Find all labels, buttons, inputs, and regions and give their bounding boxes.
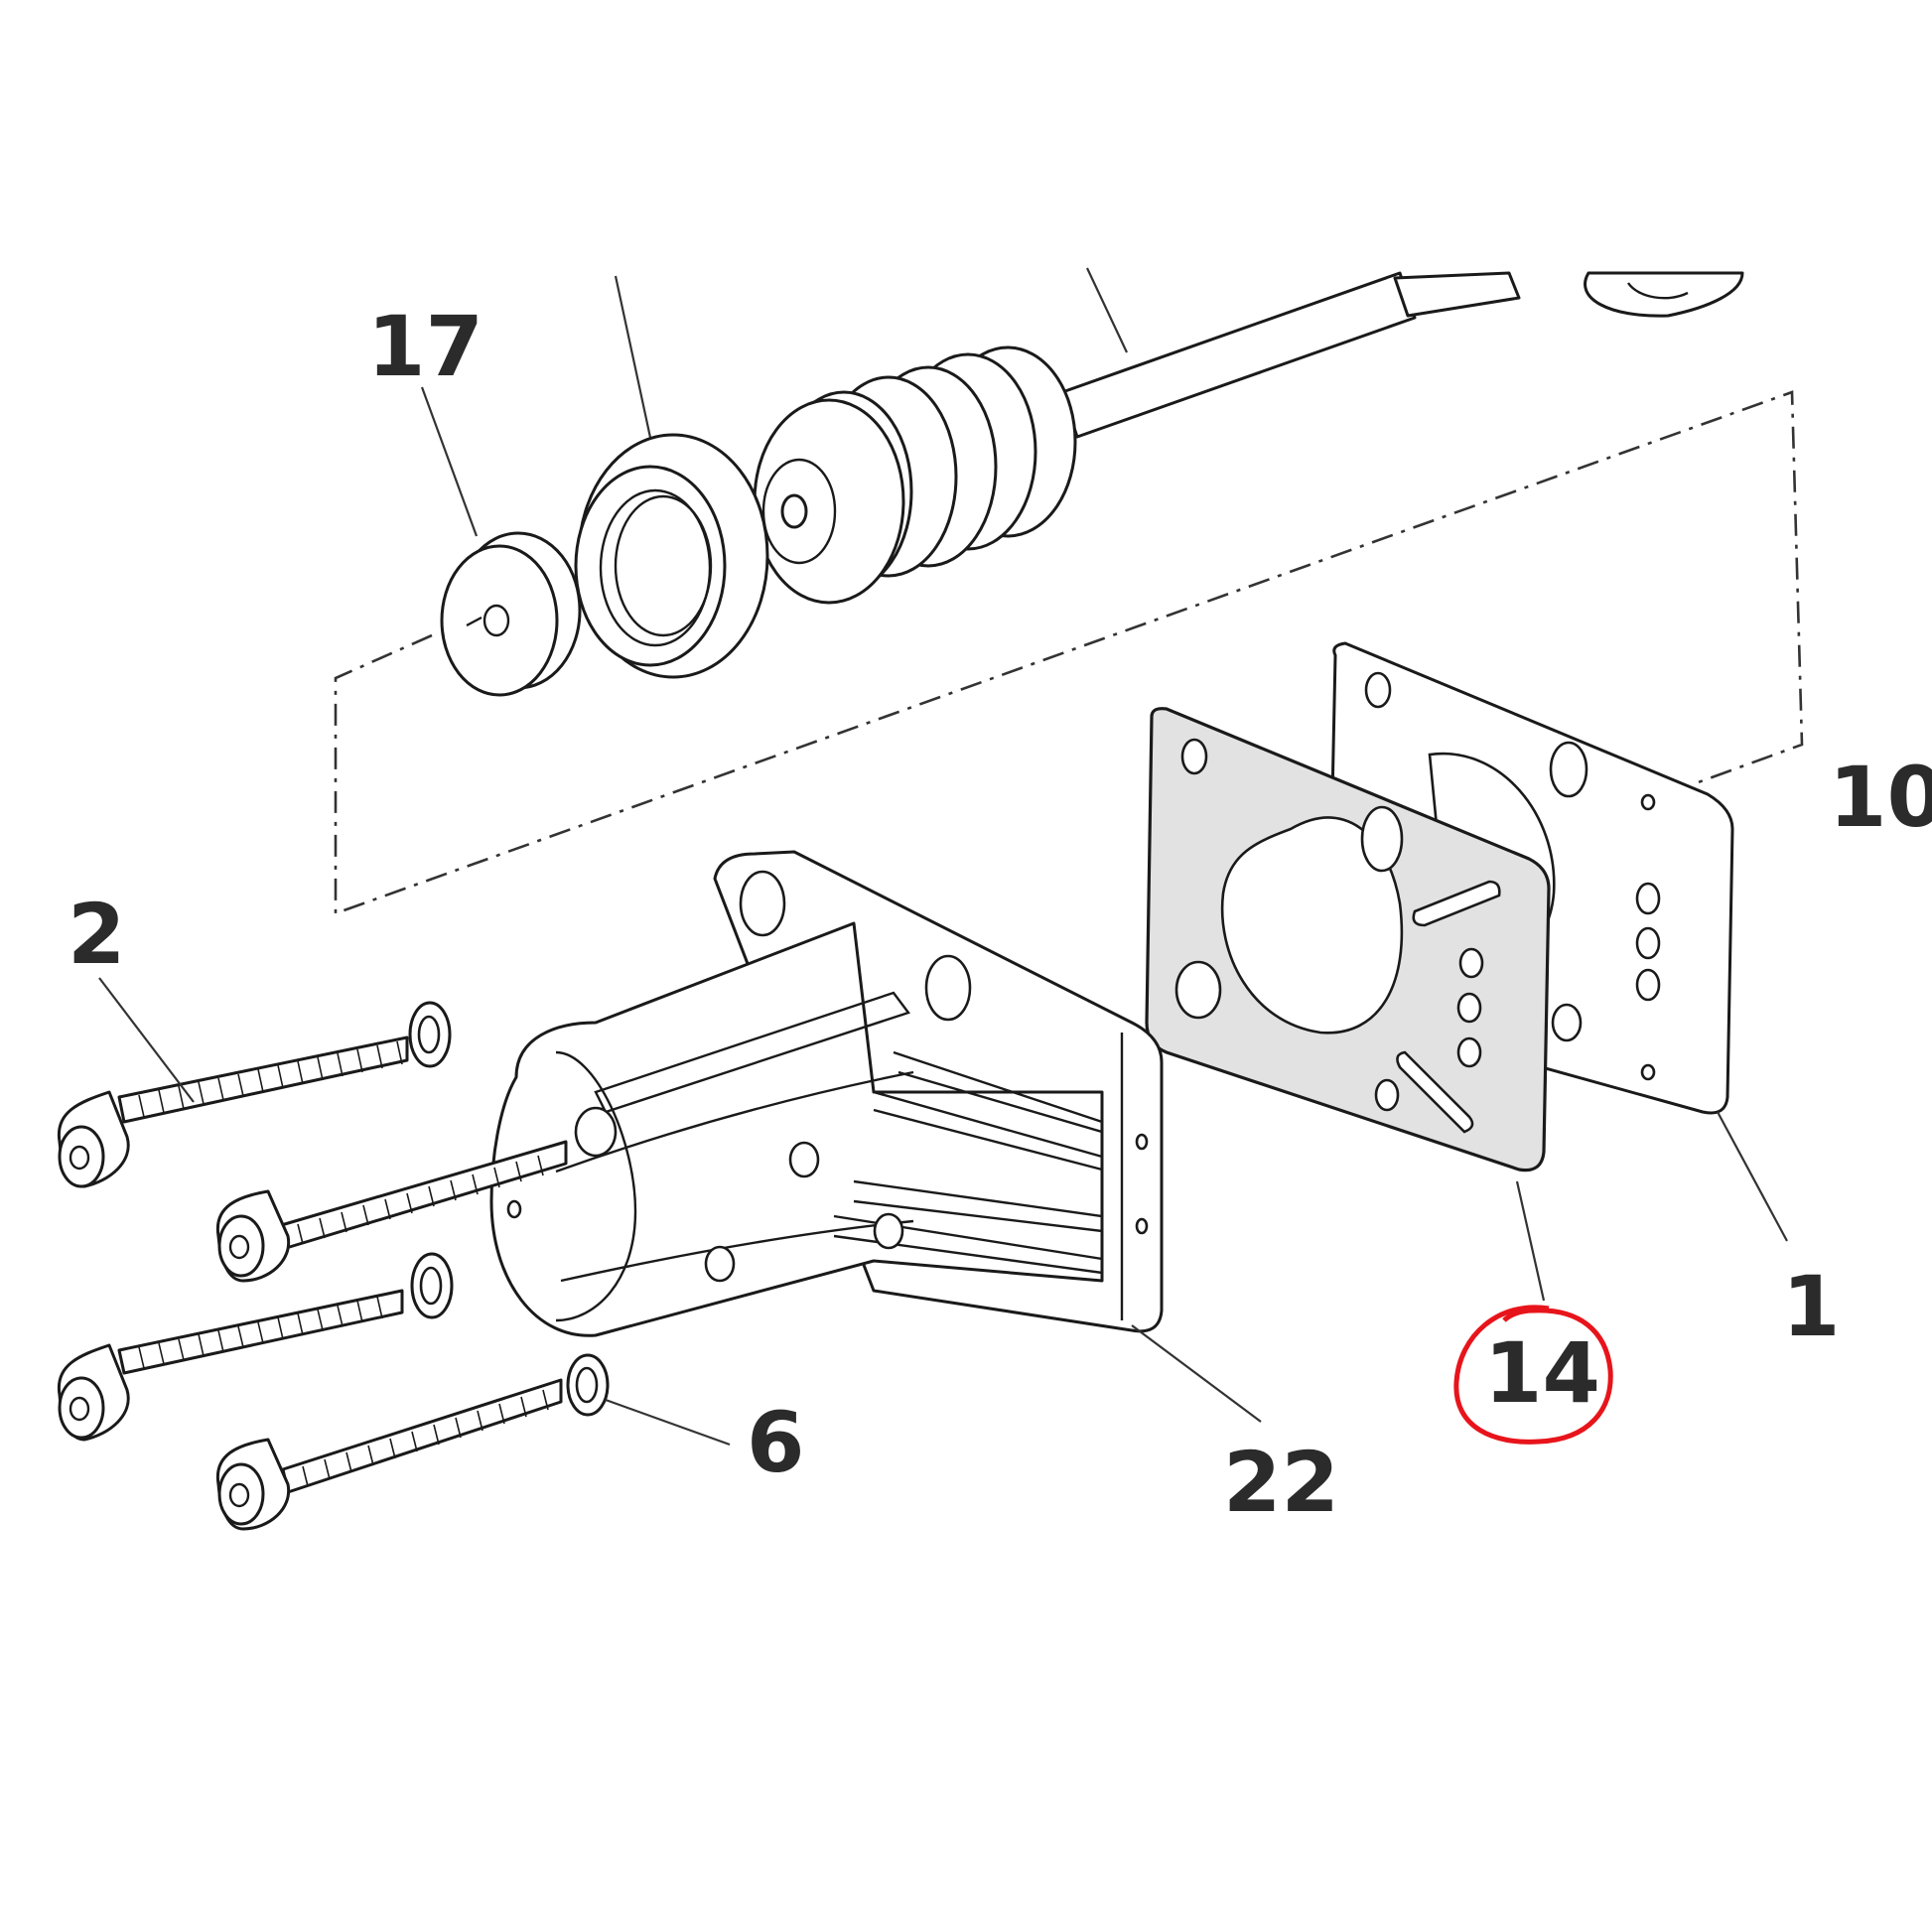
leader-shaft-top — [1086, 267, 1128, 353]
callout-22: 22 — [1223, 1434, 1339, 1531]
leader-14 — [1515, 1180, 1546, 1302]
housing-22 — [489, 850, 1262, 1423]
leader-22 — [1131, 1324, 1262, 1423]
screw-4 — [215, 1378, 563, 1531]
leader-1 — [1717, 1111, 1788, 1242]
screw-1 — [57, 1035, 409, 1188]
callout-17: 17 — [367, 298, 483, 395]
callout-2: 2 — [68, 886, 125, 983]
assembly-boundary-line — [334, 390, 1804, 915]
shaft-assembly — [440, 267, 1744, 697]
highlight-circle — [1453, 1305, 1613, 1445]
leader-17 — [420, 386, 479, 537]
callout-1: 1 — [1782, 1258, 1840, 1355]
callout-10: 10 — [1829, 749, 1932, 846]
screws-group — [57, 1001, 610, 1531]
callout-6: 6 — [747, 1394, 804, 1491]
leader-6 — [605, 1398, 731, 1447]
leader-2 — [98, 977, 195, 1103]
screw-2 — [215, 1140, 568, 1283]
callout-14: 14 — [1484, 1324, 1600, 1422]
leader-bearing-top — [614, 275, 654, 448]
screw-3 — [57, 1289, 404, 1442]
